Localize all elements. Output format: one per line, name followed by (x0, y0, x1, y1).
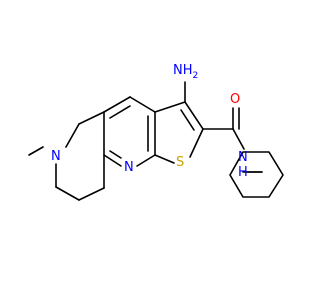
bond-ch2-ch2 (55, 186, 80, 201)
atom-nh2: NH2 (173, 63, 198, 81)
atom-nh2-subscript: 2 (193, 71, 199, 81)
molecule-canvas: N N S NH2 O N H (0, 0, 300, 300)
bond-methyl (28, 146, 44, 156)
atom-pyridine-n: N (124, 160, 134, 175)
atom-nh2-main: NH (173, 63, 193, 78)
atom-n-methyl: N (51, 149, 61, 164)
bond-c3-c2-double (180, 109, 195, 131)
atom-oxygen: O (230, 92, 240, 107)
atom-amide-h: H (238, 165, 248, 180)
background (0, 0, 300, 300)
bond-ch2-c4a (78, 111, 105, 125)
cyclohexane-ring (229, 151, 284, 198)
atom-sulfur: S (176, 155, 184, 170)
atom-labels: N N S NH2 O N H (51, 63, 248, 180)
bond-ch2-c8a (78, 187, 105, 201)
bond-n-c8a-double (109, 150, 122, 159)
bond-c2-s (189, 128, 204, 158)
bond-c3a-c3 (154, 101, 186, 113)
structure-diagram: N N S NH2 O N H (0, 0, 300, 300)
bond-c9a-n (136, 154, 156, 167)
bond-carbonyl-n (232, 128, 245, 150)
atom-amide-n: N (238, 150, 248, 165)
bond-n-ch2-top (65, 123, 80, 148)
bonds (28, 81, 284, 201)
bond-c4-c3a (129, 96, 156, 113)
bond-c4a-c4 (103, 96, 131, 113)
bond-c4a-c4-double (109, 105, 131, 119)
bond-n-c8a (103, 154, 122, 167)
bond-s-c9a (154, 154, 175, 164)
cyclohexane-hexagon (229, 151, 284, 198)
bond-c3-c2 (184, 101, 204, 130)
